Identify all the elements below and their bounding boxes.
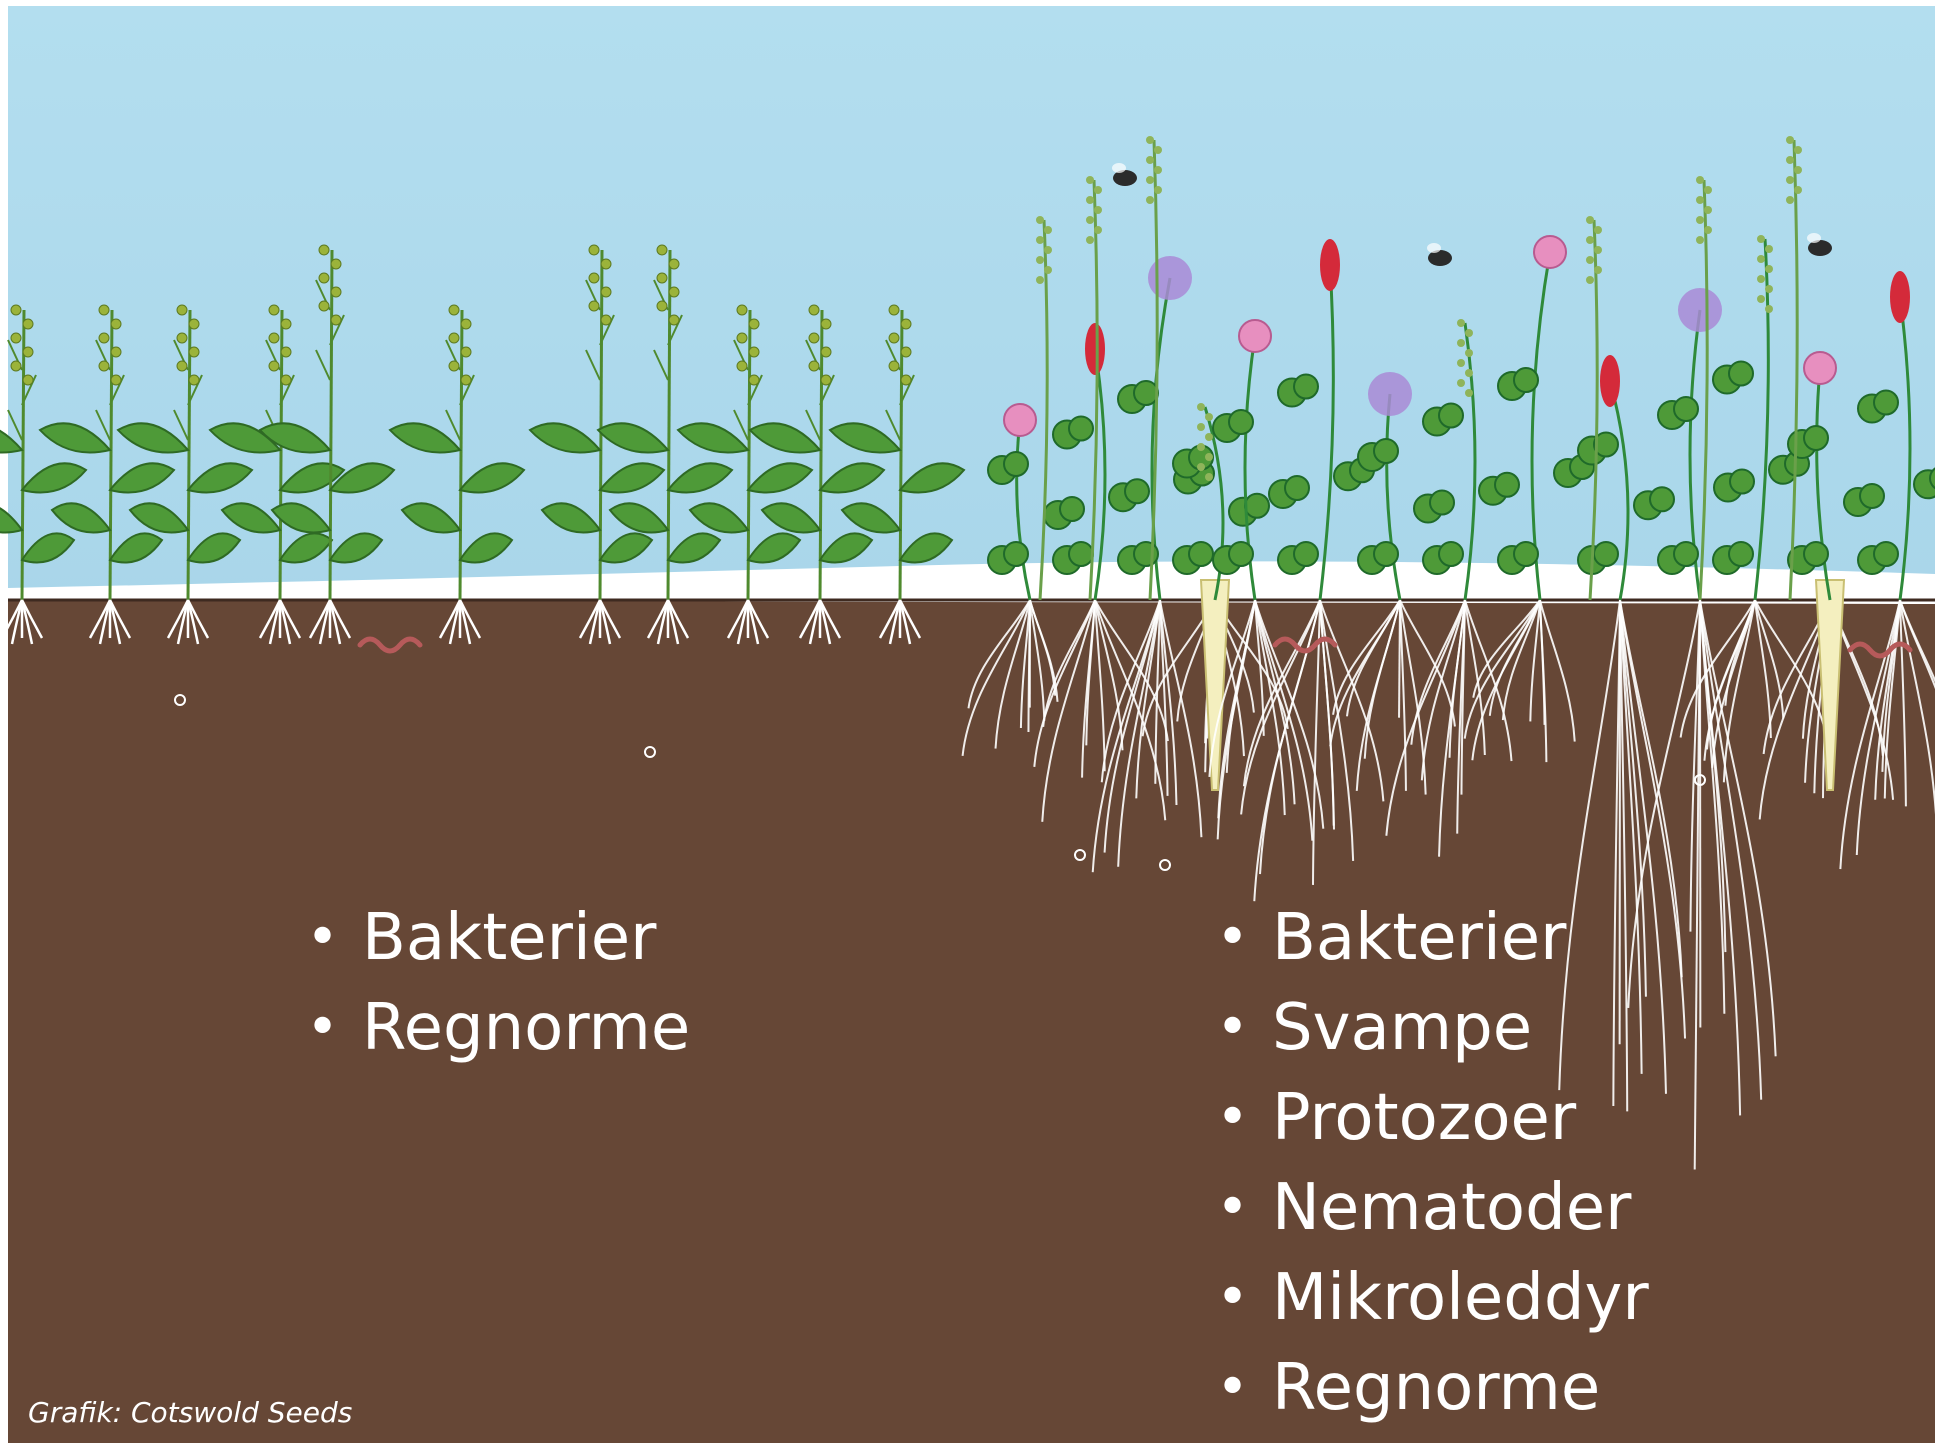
image-credit: Grafik: Cotswold Seeds [28,1396,352,1429]
grass-seedhead [1197,403,1205,411]
list-item: •Bakterier [1210,893,1649,983]
cover-mix-organism-list: •Bakterier •Svampe •Protozoer •Nematoder… [1210,893,1649,1433]
clover-flower [1804,352,1836,384]
grass-seedhead [1765,305,1773,313]
bullet-icon: • [1216,893,1249,983]
grass-seedhead [1457,359,1465,367]
grass-seedhead [1765,265,1773,273]
list-item: •Nematoder [1210,1163,1649,1253]
grass-seedhead [1197,423,1205,431]
crimson-clover-flower [1600,355,1620,407]
clover-flower [1534,236,1566,268]
bullet-icon: • [306,893,339,983]
grass-seedhead [1465,329,1473,337]
grass-seedhead [1197,443,1205,451]
list-item: •Regnorme [1210,1343,1649,1433]
grass-seedhead [1205,433,1213,441]
grass-seedhead [1465,389,1473,397]
grass-seedhead [1197,463,1205,471]
grass-seedhead [1765,245,1773,253]
crimson-clover-flower [1890,271,1910,323]
bullet-icon: • [1216,1073,1249,1163]
list-item: •Protozoer [1210,1073,1649,1163]
list-item: •Mikroleddyr [1210,1253,1649,1343]
grass-seedhead [1757,295,1765,303]
grass-seedhead [1205,453,1213,461]
clover-flower [1004,404,1036,436]
bullet-icon: • [1216,983,1249,1073]
bullet-icon: • [1216,1343,1249,1433]
list-item: •Regnorme [300,983,690,1073]
grass-seedhead [1765,285,1773,293]
crimson-clover-flower [1085,323,1105,375]
list-item: •Bakterier [300,893,690,983]
grass-seedhead [1757,255,1765,263]
monoculture-organism-list: •Bakterier •Regnorme [300,893,690,1073]
crimson-clover-flower [1320,239,1340,291]
phacelia-flower [1368,372,1412,416]
grass-seedhead [1465,349,1473,357]
clover-flower [1239,320,1271,352]
phacelia-flower [1678,288,1722,332]
grass-seedhead [1457,379,1465,387]
grass-seedhead [1457,339,1465,347]
grass-seedhead [1205,413,1213,421]
bullet-icon: • [306,983,339,1073]
bullet-icon: • [1216,1253,1249,1343]
list-item: •Svampe [1210,983,1649,1073]
grass-seedhead [1757,235,1765,243]
grass-seedhead [1457,319,1465,327]
grass-seedhead [1465,369,1473,377]
grass-seedhead [1205,473,1213,481]
phacelia-flower [1148,256,1192,300]
bullet-icon: • [1216,1163,1249,1253]
grass-seedhead [1757,275,1765,283]
